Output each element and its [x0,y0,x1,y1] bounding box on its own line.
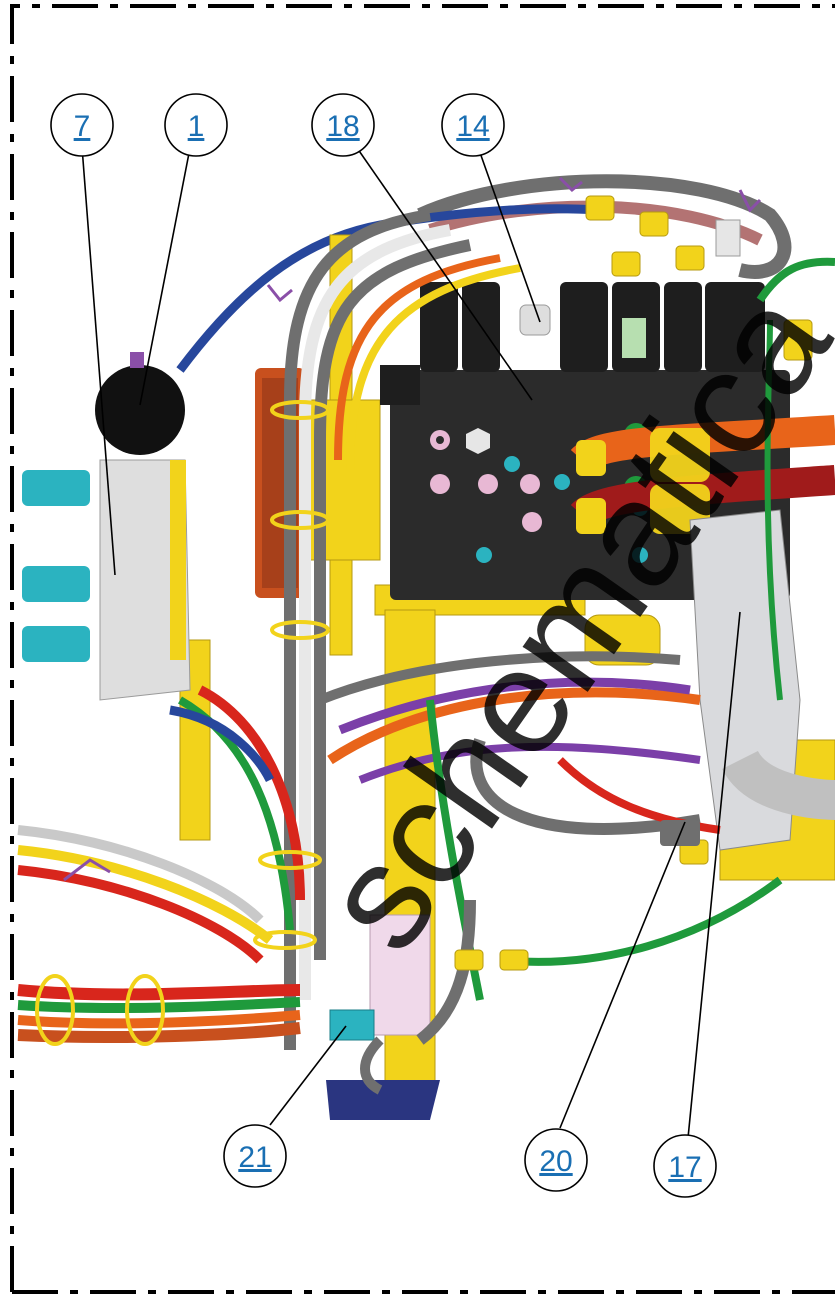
callout-label-20[interactable]: 20 [539,1145,572,1178]
leader-20 [559,821,686,1129]
callout-label-21[interactable]: 21 [238,1141,271,1174]
leader-7 [81,146,116,576]
leader-18 [354,144,533,401]
leader-1 [139,147,191,406]
callout-label-14[interactable]: 14 [456,110,489,143]
callout-label-17[interactable]: 17 [668,1151,701,1184]
frame-border [10,4,835,1294]
leader-17 [687,611,741,1139]
leader-21 [269,1025,347,1126]
callout-17[interactable]: 17 [653,1134,717,1198]
leader-lines [81,144,741,1139]
callout-1[interactable]: 1 [164,93,228,157]
callout-18[interactable]: 18 [311,93,375,157]
callout-14[interactable]: 14 [441,93,505,157]
callout-label-7[interactable]: 7 [74,110,91,143]
machinery-illustration [17,174,835,1120]
callout-label-18[interactable]: 18 [326,110,359,143]
callout-20[interactable]: 20 [524,1128,588,1192]
callout-label-1[interactable]: 1 [188,110,205,143]
leader-14 [477,146,541,323]
callout-7[interactable]: 7 [50,93,114,157]
callout-21[interactable]: 21 [223,1124,287,1188]
